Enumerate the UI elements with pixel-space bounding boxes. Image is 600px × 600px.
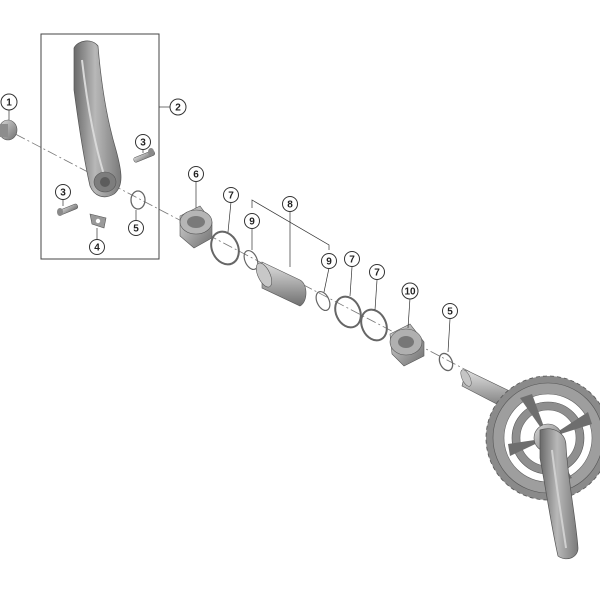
inner-cover-ring-left [243,249,259,271]
assembly-axis-line [0,125,471,373]
svg-text:6: 6 [193,170,199,181]
inner-cover-ring-right [315,290,331,312]
svg-text:1: 1 [6,98,12,109]
callout-3-upper: 3 [135,134,151,150]
svg-text:7: 7 [374,268,380,279]
callout-6: 6 [188,166,204,182]
svg-text:9: 9 [326,257,332,268]
left-hand-crank-arm [73,40,122,198]
svg-text:10: 10 [404,287,416,298]
crank-arm-fixing-bolt [0,119,18,141]
o-ring-left [130,190,146,210]
svg-text:7: 7 [349,255,355,266]
left-crank-group-box [40,33,160,260]
callout-8: 8 [282,196,298,212]
pinch-bolt-upper [133,148,155,163]
svg-text:9: 9 [249,217,255,228]
callout-9-left: 9 [244,213,260,229]
svg-text:4: 4 [94,243,100,254]
svg-text:7: 7 [228,191,234,202]
svg-text:5: 5 [133,224,139,235]
svg-text:2: 2 [175,103,181,114]
callout-2: 2 [169,98,187,116]
svg-text:8: 8 [287,200,293,211]
callout-3-lower: 3 [55,184,71,200]
spacer-ring-middle [334,295,362,329]
callout-1: 1 [0,93,18,111]
stopper-plate [89,213,107,229]
o-ring-right [438,352,454,372]
left-bb-adapter [179,205,213,249]
callout-5-left: 5 [128,220,144,236]
callout-4: 4 [89,239,105,255]
inner-cover-tube [255,261,307,307]
spacer-ring-right [360,308,388,342]
spacer-ring-left [210,230,240,266]
callout-9-right: 9 [321,253,337,269]
right-hand-crank-assembly [460,369,600,560]
pinch-bolt-lower [57,203,79,216]
leader-lines [8,106,451,353]
callout-7-right: 7 [369,264,385,280]
right-bb-adapter [389,323,425,367]
svg-text:5: 5 [447,307,453,318]
callout-10: 10 [401,282,419,300]
svg-text:3: 3 [140,138,146,149]
svg-text:3: 3 [60,188,66,199]
callout-7-middle: 7 [344,251,360,267]
callout-7-left: 7 [223,187,239,203]
callout-5-right: 5 [442,303,458,319]
